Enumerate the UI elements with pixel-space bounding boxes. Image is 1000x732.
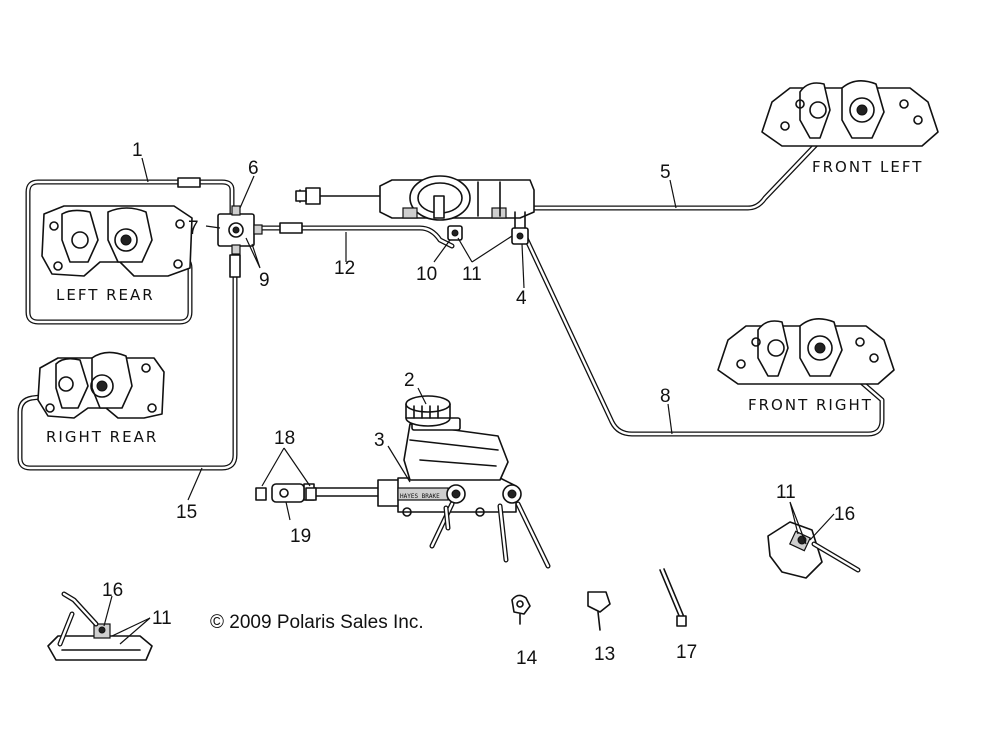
callout-11-rear: 11 [152,608,172,629]
leader-lines [103,157,835,645]
callout-numbers: 1 2 3 4 5 6 7 8 9 10 11 12 13 14 15 16 1… [102,140,855,669]
callout-9: 9 [259,270,270,291]
caliper-right-rear [37,351,165,419]
copyright-notice: © 2009 Polaris Sales Inc. [210,612,424,633]
callout-3: 3 [374,430,385,451]
callout-4: 4 [516,288,527,309]
callout-14: 14 [516,648,538,669]
clevis-hardware [255,483,317,503]
cable-tie [659,568,687,627]
front-right-label: FRONT RIGHT [748,396,873,414]
brake-junction-block [217,205,263,255]
callout-12: 12 [334,258,355,279]
callout-6: 6 [248,158,259,179]
callout-10: 10 [416,264,437,285]
callout-16-front: 16 [834,504,855,525]
callout-18: 18 [274,428,295,449]
front-left-label: FRONT LEFT [812,158,923,176]
detail-view-rear-caliper-fitting [47,591,153,661]
callout-1: 1 [132,140,143,161]
callout-16-rear: 16 [102,580,123,601]
brake-line-front-right [522,233,885,437]
brake-line-retainer [587,591,611,631]
brake-line-rear-feed [249,222,455,249]
master-cylinder [303,395,551,569]
callout-5: 5 [660,162,671,183]
callout-15: 15 [176,502,197,523]
callout-2: 2 [404,370,415,391]
right-rear-label: RIGHT REAR [46,428,158,446]
brake-line-front-left [525,127,833,211]
master-cylinder-brand: HAYES BRAKE [400,493,440,500]
callout-11-valve: 11 [462,264,482,285]
caliper-left-rear [41,205,193,277]
callout-13: 13 [594,644,615,665]
left-rear-label: LEFT REAR [56,286,155,304]
callout-17: 17 [676,642,697,663]
brake-line-clip [511,594,531,625]
brake-valve-assembly [295,175,535,245]
callout-8: 8 [660,386,671,407]
brake-line-right-rear [17,245,241,471]
caliper-front-left [761,80,939,147]
detail-view-front-caliper-fitting [767,521,861,579]
caliper-front-right [717,318,895,385]
callout-7: 7 [188,218,199,239]
callout-19: 19 [290,526,311,547]
callout-11-front: 11 [776,482,796,503]
